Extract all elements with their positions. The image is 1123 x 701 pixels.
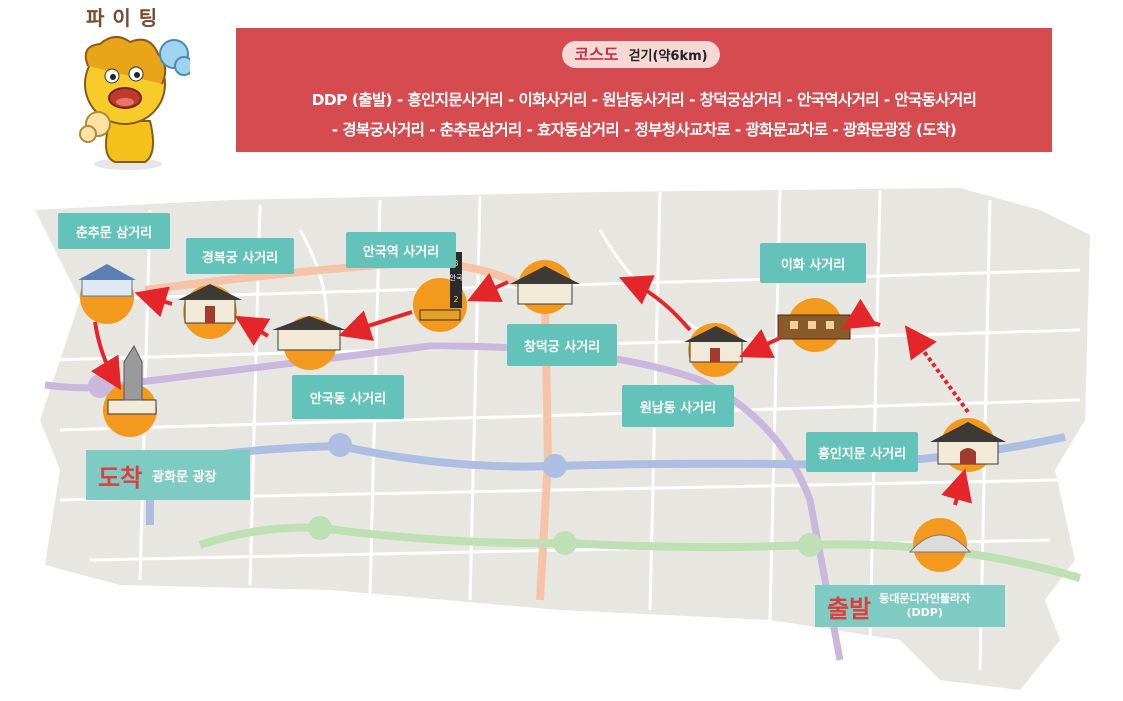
start-name-line1: 동대문디자인플라자	[879, 592, 971, 605]
label-wonnam: 원남동 사거리	[622, 385, 734, 427]
building-icons	[78, 252, 1006, 553]
subway-station-blue-1	[328, 433, 352, 457]
finish-name: 광화문 광장	[152, 469, 217, 485]
route-arrow-changdeokgung-anguk	[467, 273, 509, 303]
label-chunchumun: 춘추문 삼거리	[58, 213, 170, 249]
heunginjimun-gate-icon	[930, 422, 1006, 465]
course-banner: 코스도 걷기(약6km) DDP (출발) - 흥인지문사거리 - 이화사거리 -…	[236, 28, 1052, 152]
mascot-illustration	[79, 36, 190, 170]
course-pill: 코스도 걷기(약6km)	[562, 41, 720, 68]
changdeokgung-gate-icon	[510, 266, 580, 305]
label-anguk-dong: 안국동 사거리	[292, 375, 404, 419]
gwanghwamun-statue-icon	[107, 344, 157, 415]
label-gyeongbokgung: 경복궁 사거리	[186, 238, 294, 274]
subway-station-blue-2	[543, 454, 567, 478]
gyeongbokgung-gate-icon	[178, 284, 242, 324]
subway-sign-top: 안국	[450, 273, 463, 282]
subway-station-green-1	[308, 516, 332, 540]
route-arrow-ihwa-wonnam-a	[841, 298, 881, 330]
route-line-2: - 경복궁사거리 - 춘추문삼거리 - 효자동삼거리 - 정부청사교차로 - 광…	[331, 121, 957, 139]
subway-sign-line: 2	[453, 295, 458, 304]
finish-label: 도착 광화문 광장	[86, 450, 250, 500]
mascot-title: 파이팅	[86, 6, 166, 30]
subway-station-green-2	[553, 531, 577, 555]
route-arrow-wonnam-changdeokgung	[618, 275, 692, 332]
route-arrow-ddp-heunginjimun	[941, 468, 973, 506]
route-arrow-anguk-angukdong	[338, 310, 413, 341]
route-arrow-ihwa-wonnam	[739, 329, 781, 359]
subway-station-green-3	[798, 533, 822, 557]
label-anguk-station: 안국역 사거리	[346, 232, 456, 268]
ihwa-building-icon	[777, 314, 851, 340]
finish-word: 도착	[98, 463, 143, 492]
route-arrow-angukdong-gyeongbokgung	[234, 315, 271, 347]
label-heunginjimun: 흥인지문 사거리	[806, 432, 918, 472]
route-arrow-heunginjimun-ihwa	[904, 325, 970, 414]
route-arrows	[90, 273, 973, 506]
start-label: 출발 동대문디자인플라자 (DDP)	[815, 585, 1005, 627]
route-line-1: DDP (출발) - 흥인지문사거리 - 이화사거리 - 원남동사거리 - 창덕…	[311, 91, 977, 109]
start-name: 동대문디자인플라자 (DDP)	[879, 592, 970, 620]
label-ihwa: 이화 사거리	[760, 243, 866, 283]
start-word: 출발	[827, 594, 872, 623]
route-arrow-gyeongbokgung-chunchumun	[134, 286, 173, 318]
walk-label: 걷기(약6km)	[628, 49, 708, 64]
anguk-dong-building-icon	[272, 316, 346, 351]
start-name-line2: (DDP)	[906, 606, 943, 619]
ddp-building-icon	[908, 534, 972, 553]
route-arrow-chunchumun-gwanghwamun	[90, 321, 122, 391]
course-label: 코스도	[574, 45, 619, 64]
label-changdeokgung: 창덕궁 사거리	[507, 324, 617, 366]
wonnam-gate-icon	[684, 326, 748, 363]
subway-sign-number: 3	[453, 259, 458, 268]
chunchumun-building-icon	[78, 264, 136, 297]
